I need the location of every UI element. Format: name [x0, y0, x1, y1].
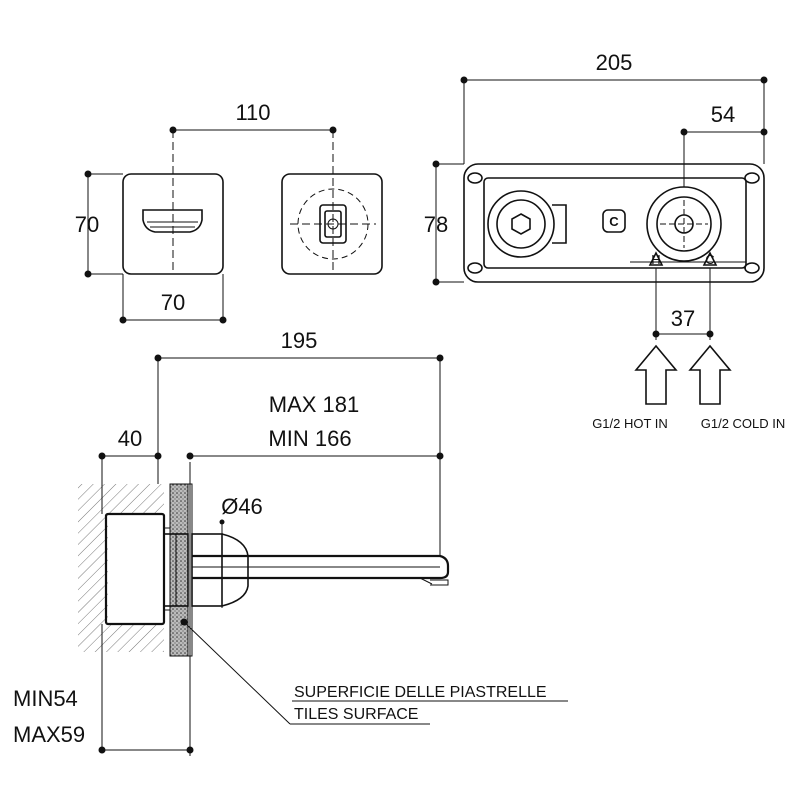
dim-max-label: MAX 181 [269, 392, 360, 417]
hot-mark: H [651, 252, 660, 267]
dim-diameter-label: Ø46 [221, 494, 263, 519]
cold-inlet-arrow: G1/2 COLD IN [688, 344, 786, 431]
cold-mark: C [705, 252, 714, 267]
dim-195: 195 [154, 328, 444, 556]
dim-110: 110 [169, 100, 337, 134]
tiles-surface-callout: SUPERFICIE DELLE PIASTRELLE TILES SURFAC… [180, 618, 568, 725]
dim-37: 37 [652, 268, 714, 340]
dim-min-label: MIN 166 [268, 426, 351, 451]
dim-min54-label: MIN54 [13, 686, 78, 711]
dim-depth: MIN54 MAX59 [13, 624, 194, 754]
dim-205: 205 [460, 50, 768, 164]
dim-195-label: 195 [281, 328, 318, 353]
hot-inlet-label: G1/2 HOT IN [592, 416, 668, 431]
dim-78: 78 [424, 160, 464, 286]
dim-205-label: 205 [596, 50, 633, 75]
spout-front-view [122, 130, 224, 275]
dim-spout-projection: MAX 181 MIN 166 [186, 392, 444, 460]
dim-110-label: 110 [235, 100, 270, 125]
dim-70-horizontal-label: 70 [161, 290, 185, 315]
dim-37-label: 37 [671, 306, 695, 331]
dim-54-label: 54 [711, 102, 735, 127]
dim-40-label: 40 [118, 426, 142, 451]
dim-78-label: 78 [424, 212, 448, 237]
tiles-surface-en: TILES SURFACE [294, 706, 418, 723]
svg-text:C: C [609, 214, 619, 229]
concealed-body-view: C H C [463, 163, 765, 283]
side-section-view [78, 462, 450, 756]
dim-70-vertical-label: 70 [75, 212, 99, 237]
dim-40: 40 [98, 426, 162, 514]
hot-inlet-arrow: G1/2 HOT IN [592, 344, 678, 431]
dim-54: 54 [680, 102, 768, 187]
dim-max59-label: MAX59 [13, 722, 85, 747]
handle-front-view [281, 130, 383, 275]
dim-70-vertical: 70 [75, 170, 123, 278]
dim-diameter: Ø46 [219, 494, 263, 608]
dim-70-horizontal: 70 [119, 274, 227, 324]
tiles-surface-it: SUPERFICIE DELLE PIASTRELLE [294, 684, 547, 701]
cold-inlet-label: G1/2 COLD IN [701, 416, 786, 431]
